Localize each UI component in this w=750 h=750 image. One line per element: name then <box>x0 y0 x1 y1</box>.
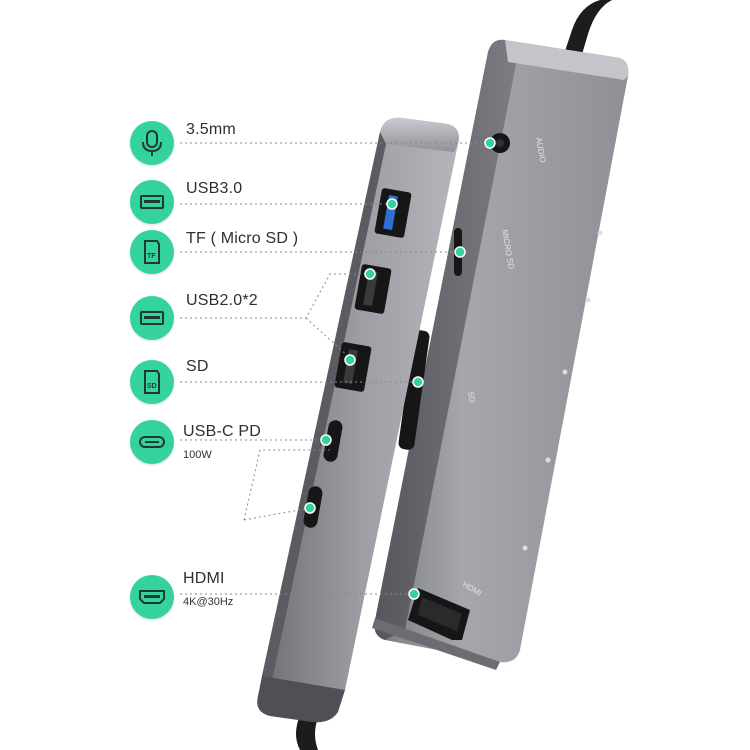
label-audio: 3.5mm <box>186 121 236 138</box>
marking-audio: AUDIO <box>534 137 547 164</box>
label-sd: SD <box>186 358 209 375</box>
marker-usbc-a <box>320 434 332 446</box>
label-tf: TF ( Micro SD ) <box>186 230 299 247</box>
marker-audio <box>484 137 496 149</box>
marker-hdmi <box>408 588 420 600</box>
marker-tf <box>454 246 466 258</box>
sd-slot <box>398 330 430 450</box>
marking-sd: SD <box>466 391 477 404</box>
front-hub-body <box>257 117 459 723</box>
marker-usb30 <box>386 198 398 210</box>
line-usb20 <box>180 273 370 359</box>
label-usb20: USB2.0*2 <box>186 292 258 309</box>
back-hub-body <box>372 39 629 670</box>
marker-usb20-b <box>344 354 356 366</box>
usb-port-icon <box>130 296 174 340</box>
sublabel-usbc: 100W <box>183 449 212 461</box>
marker-sd <box>412 376 424 388</box>
line-usbc <box>180 439 330 521</box>
marker-usbc-b <box>304 502 316 514</box>
label-usb30: USB3.0 <box>186 180 243 197</box>
usb-port-icon <box>130 180 174 224</box>
microphone-icon <box>130 121 174 165</box>
sublabel-hdmi: 4K@30Hz <box>183 596 234 608</box>
sd-card-icon: SD <box>130 360 174 404</box>
usb-c-port-icon <box>130 420 174 464</box>
label-usbc: USB-C PD <box>183 423 262 440</box>
svg-text:TF: TF <box>147 253 156 260</box>
usb-c-port-1 <box>323 420 343 462</box>
label-hdmi: HDMI <box>183 570 225 587</box>
svg-text:SD: SD <box>147 383 157 390</box>
hdmi-port-icon <box>130 575 174 619</box>
tf-card-icon: TF <box>130 230 174 274</box>
marker-usb20-a <box>364 268 376 280</box>
